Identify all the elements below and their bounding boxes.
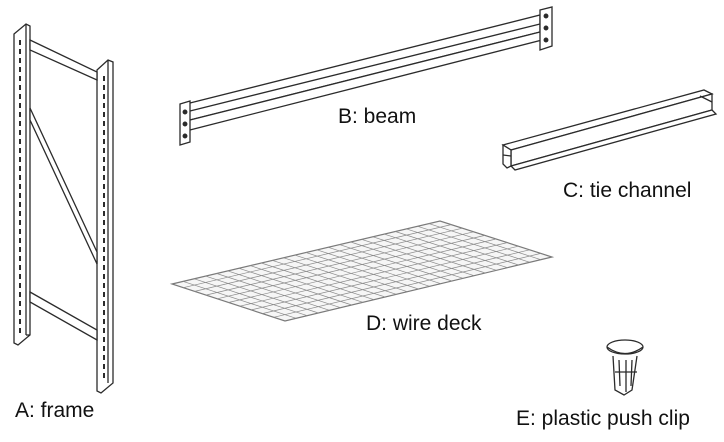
frame-slot-hole — [19, 202, 21, 207]
frame-slot-hole — [103, 373, 105, 378]
frame-slot-hole — [19, 211, 21, 216]
frame-slot-hole — [19, 220, 21, 225]
frame-slot-hole — [19, 193, 21, 198]
frame-slot-hole — [103, 103, 105, 108]
deck-wire — [183, 224, 452, 289]
deck-wire — [194, 227, 463, 292]
frame-slot-hole — [19, 184, 21, 189]
frame-slot-hole — [103, 337, 105, 342]
frame-slot-hole — [103, 139, 105, 144]
beam-label: B: beam — [338, 105, 417, 128]
frame-slot-hole — [103, 112, 105, 117]
frame-slot-hole — [19, 274, 21, 279]
wire-deck-icon — [169, 220, 555, 322]
frame-slot-hole — [19, 49, 21, 54]
frame-slot-hole — [103, 292, 105, 297]
frame-slot-hole — [103, 76, 105, 81]
frame-slot-hole — [103, 94, 105, 99]
frame-slot-hole — [103, 355, 105, 360]
push-clip-label: E: plastic push clip — [516, 407, 690, 430]
frame-slot-hole — [103, 310, 105, 315]
frame-slot-hole — [103, 166, 105, 171]
frame-slot-hole — [103, 229, 105, 234]
frame-slot-hole — [19, 148, 21, 153]
frame-slot-hole — [103, 364, 105, 369]
frame-slot-hole — [103, 265, 105, 270]
deck-wire — [239, 242, 508, 307]
tie-channel-icon — [501, 89, 718, 171]
deck-wire — [205, 231, 474, 296]
frame-slot-hole — [103, 220, 105, 225]
frame-slot-hole — [103, 202, 105, 207]
frame-slot-hole — [103, 175, 105, 180]
frame-slot-hole — [103, 274, 105, 279]
push-clip-icon — [606, 339, 644, 396]
frame-slot-hole — [19, 40, 21, 45]
frame-slot-hole — [103, 211, 105, 216]
frame-slot-hole — [19, 292, 21, 297]
frame-slot-hole — [19, 328, 21, 333]
frame-slot-hole — [19, 265, 21, 270]
frame-label: A: frame — [15, 399, 95, 422]
frame-slot-hole — [103, 301, 105, 306]
frame-slot-hole — [103, 247, 105, 252]
frame-slot-hole — [19, 247, 21, 252]
deck-wire — [262, 249, 530, 314]
frame-slot-hole — [103, 157, 105, 162]
frame-slot-hole — [19, 85, 21, 90]
frame-slot-hole — [19, 301, 21, 306]
frame-slot-hole — [19, 67, 21, 72]
deck-wire — [228, 238, 497, 303]
tie-channel-label: C: tie channel — [563, 179, 692, 202]
frame-slot-hole — [19, 76, 21, 81]
frame-slot-hole — [103, 85, 105, 90]
frame-slot-hole — [19, 238, 21, 243]
frame-slot-hole — [19, 256, 21, 261]
frame-slot-hole — [19, 130, 21, 135]
frame-slot-hole — [19, 175, 21, 180]
deck-wire — [273, 253, 541, 318]
frame-slot-hole — [103, 319, 105, 324]
frame-slot-hole — [103, 121, 105, 126]
frame-slot-hole — [19, 103, 21, 108]
frame-slot-hole — [19, 319, 21, 324]
frame-slot-hole — [19, 58, 21, 63]
frame-slot-hole — [19, 94, 21, 99]
frame-slot-hole — [19, 112, 21, 117]
frame-slot-hole — [103, 256, 105, 261]
frame-slot-hole — [103, 283, 105, 288]
rack-beam-icon — [179, 6, 553, 146]
frame-slot-hole — [19, 310, 21, 315]
frame-slot-hole — [103, 328, 105, 333]
frame-slot-hole — [103, 193, 105, 198]
frame-slot-hole — [103, 346, 105, 351]
deck-wire — [251, 245, 519, 311]
frame-slot-hole — [103, 148, 105, 153]
deck-wire — [217, 235, 485, 300]
frame-slot-hole — [103, 238, 105, 243]
frame-slot-hole — [19, 229, 21, 234]
frame-slot-hole — [19, 157, 21, 162]
frame-slot-hole — [19, 121, 21, 126]
frame-slot-hole — [103, 130, 105, 135]
frame-slot-hole — [19, 283, 21, 288]
frame-slot-hole — [19, 166, 21, 171]
frame-slot-hole — [19, 139, 21, 144]
frame-slot-hole — [103, 184, 105, 189]
wire-deck-label: D: wire deck — [366, 312, 482, 335]
rack-frame-icon — [13, 23, 114, 394]
